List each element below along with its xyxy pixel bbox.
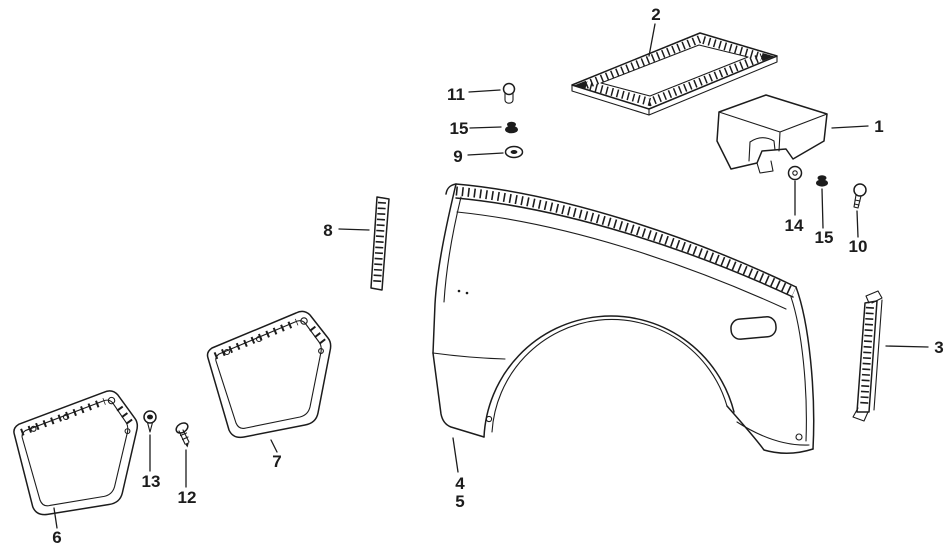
fastener-12-screw-drawing: [175, 422, 190, 448]
fender-flange-lower-edge: [455, 197, 794, 298]
leader-3: [885, 345, 929, 348]
wheel-arch-opening: [491, 318, 728, 433]
nut-flange: [505, 125, 518, 134]
callout-9: 9: [453, 147, 462, 166]
fender-dot: [465, 291, 469, 295]
callout-13: 13: [142, 472, 161, 491]
strip-3-outline: [856, 300, 878, 413]
screw-tip: [185, 442, 189, 448]
part-3-trim-strip-drawing: [852, 290, 883, 422]
leader-15-upper: [469, 126, 502, 129]
screw-tip: [146, 421, 154, 433]
fastener-13-screw-drawing: [143, 410, 157, 433]
grommet-outer: [504, 145, 524, 159]
bracket-slot: [748, 137, 776, 162]
leader-7: [270, 439, 278, 453]
bracket-fold-lines: [718, 111, 828, 152]
callout-11: 11: [447, 85, 465, 104]
callout-2: 2: [651, 5, 660, 24]
flap-hole: [485, 415, 493, 423]
seal-outer-outline: [571, 32, 778, 110]
leader-1: [831, 125, 869, 129]
fastener-15-nut-upper-drawing: [505, 121, 518, 134]
strip-8-hatch: [373, 201, 386, 286]
bolt-shank: [853, 194, 862, 209]
part-7-splash-guard-drawing: [208, 311, 331, 437]
strip-8-outline: [370, 196, 390, 291]
callout-14: 14: [785, 216, 804, 235]
leader-lines: [53, 23, 929, 529]
bracket-tab: [756, 160, 774, 174]
clip-head: [502, 82, 516, 96]
leader-10: [856, 210, 859, 238]
fender-flange-hatch: [455, 186, 796, 297]
washer-outer: [787, 165, 803, 181]
strip-3-backing-line: [873, 299, 883, 411]
leader-2: [648, 23, 656, 57]
callout-10: 10: [849, 237, 868, 256]
callout-5: 5: [455, 492, 464, 511]
side-marker-cutout: [730, 316, 777, 340]
part-1-bracket-drawing: [716, 94, 828, 174]
clip-body: [504, 92, 514, 104]
nut-top: [507, 121, 516, 128]
screw-shank: [178, 429, 190, 445]
part-6-splash-guard-drawing: [11, 388, 138, 518]
fender-rear-lower-edge: [726, 405, 814, 454]
fastener-11-clip-drawing: [502, 82, 516, 104]
fender-flap-top-line: [432, 352, 506, 360]
fender-dot: [457, 289, 461, 293]
callout-6: 6: [52, 528, 61, 547]
fastener-9-grommet-drawing: [504, 145, 524, 159]
seal-thickness-edge: [571, 55, 778, 116]
screw-head: [175, 422, 189, 434]
screw-head: [143, 410, 157, 424]
leader-6: [53, 507, 58, 529]
leader-15-right: [821, 188, 824, 229]
callout-7: 7: [272, 452, 281, 471]
seal-rim-hatch: [573, 34, 775, 107]
seal-inner-outline: [600, 44, 749, 97]
nut-top: [817, 175, 827, 181]
callout-15-right: 15: [815, 228, 834, 247]
front-fender-drawing: [432, 183, 815, 454]
fender-top-edge: [445, 183, 797, 288]
leader-9: [467, 152, 504, 156]
fastener-10-bolt-drawing: [853, 183, 867, 209]
fender-crease-line: [456, 211, 787, 310]
fastener-15-nut-right-drawing: [816, 175, 828, 187]
grommet-center: [510, 150, 518, 154]
washer-hole: [792, 170, 798, 176]
wheel-arch-lip: [483, 315, 735, 438]
fender-right-inner-line: [790, 296, 807, 442]
bracket-outline: [716, 94, 828, 170]
fender-front-hem-line: [443, 196, 462, 303]
fender-rocker-line: [736, 421, 810, 446]
part-8-trim-strip-drawing: [370, 196, 390, 291]
callout-12: 12: [178, 488, 197, 507]
callout-3: 3: [934, 338, 943, 357]
strip-3-foot: [852, 407, 869, 422]
fender-right-edge: [795, 286, 815, 450]
screw-head-center: [147, 414, 153, 420]
callout-4: 4: [455, 474, 465, 493]
bolt-head: [853, 183, 867, 197]
strip-3-hook: [865, 290, 883, 304]
leader-11: [468, 89, 501, 93]
nut-flange: [816, 179, 828, 187]
callout-8: 8: [323, 221, 332, 240]
callout-labels: 2 11 15 9 1 14 15 10 8 3 7 6 13 12 4 5: [52, 5, 943, 547]
fender-front-edge: [432, 183, 457, 354]
part-2-seal-frame-drawing: [571, 32, 778, 116]
fender-drain-hole: [795, 433, 803, 441]
leader-8: [338, 228, 370, 231]
fender-flap-outline: [432, 352, 485, 438]
leader-4-5: [452, 437, 459, 473]
strip-3-hatch: [860, 306, 874, 408]
callout-15-upper: 15: [450, 119, 469, 138]
callout-1: 1: [874, 117, 883, 136]
fastener-14-washer-drawing: [787, 165, 803, 181]
